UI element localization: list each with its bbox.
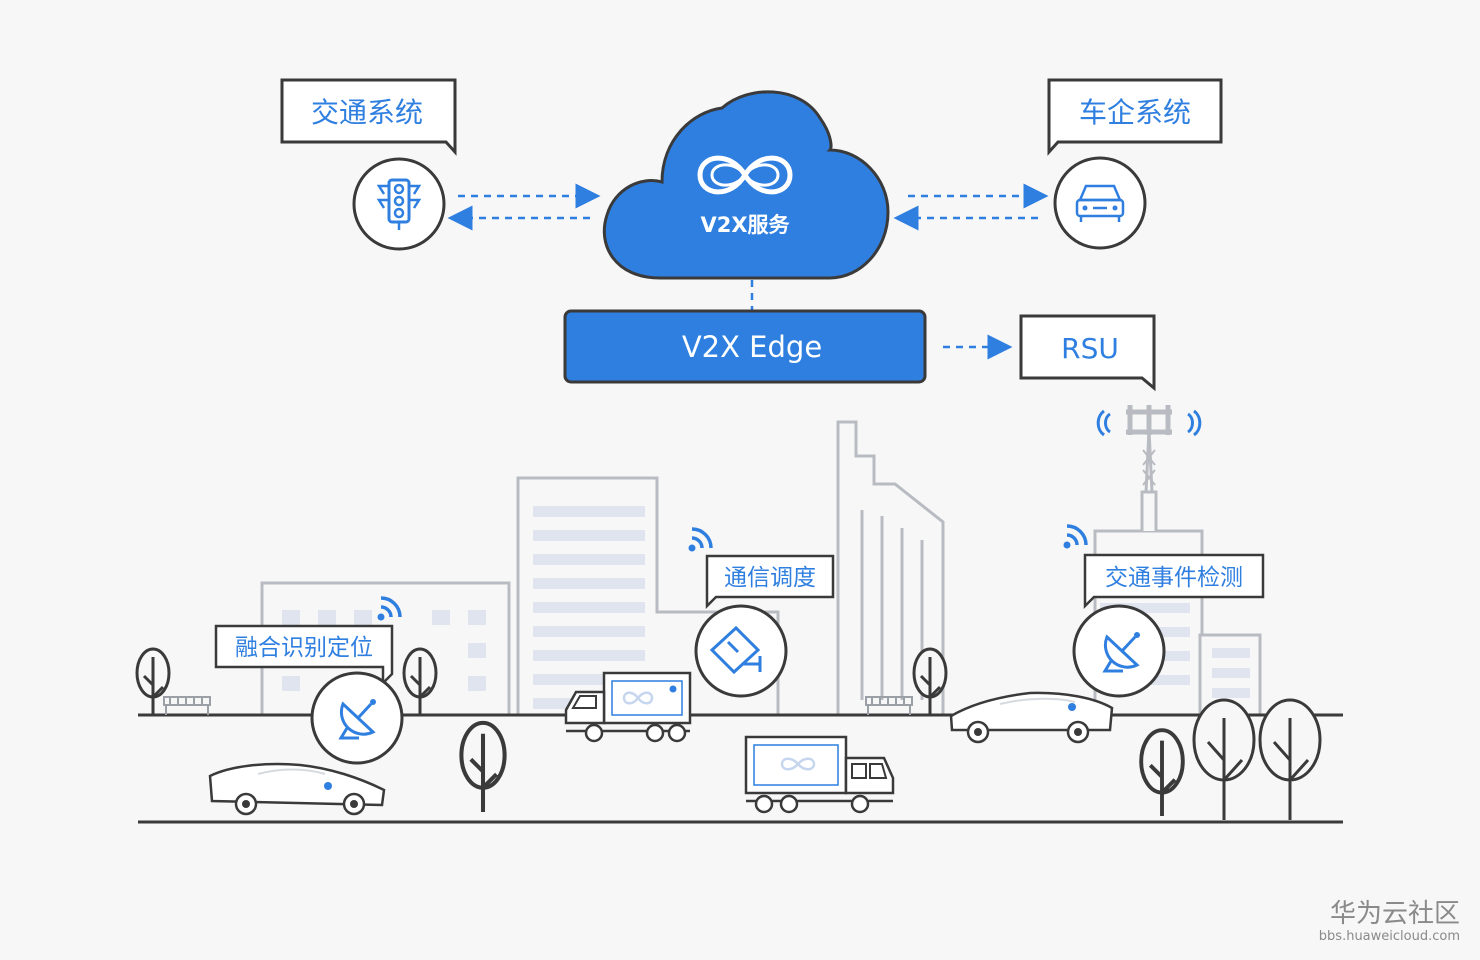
v2x-service-cloud: V2X服务 [602, 90, 890, 280]
comm-dispatch-label: 通信调度 [724, 565, 816, 591]
truck-upper [564, 671, 692, 743]
rsu-signal-icon [1096, 409, 1202, 437]
rsu-tower [1096, 405, 1202, 531]
rsu-label: RSU [1061, 332, 1119, 365]
big-tree [1258, 698, 1322, 822]
truck-lower [744, 735, 895, 814]
car-front-icon [1075, 184, 1125, 222]
vehicle-system-callout: 车企系统 [1047, 78, 1223, 156]
comm-dispatch-callout: 通信调度 [686, 527, 835, 610]
tree [461, 723, 504, 812]
fusion-positioning-label: 融合识别定位 [235, 635, 373, 661]
vehicle-system-link-arrows [893, 183, 1049, 231]
wifi-signal-icon [686, 527, 713, 554]
car-lower-left [208, 762, 386, 816]
v2x-edge-box: V2X Edge [563, 309, 927, 384]
camera-icon [709, 625, 762, 675]
rsu-callout: RSU [1019, 314, 1156, 392]
event-dish-node [1072, 604, 1166, 698]
edge-label: V2X Edge [682, 330, 822, 364]
car-node [1053, 156, 1147, 250]
watermark-title: 华为云社区 [1330, 899, 1460, 929]
camera-node [694, 604, 788, 698]
big-tree [1192, 698, 1256, 822]
vehicle-system-label: 车企系统 [1079, 96, 1191, 129]
event-detection-label: 交通事件检测 [1105, 565, 1243, 591]
traffic-system-callout: 交通系统 [280, 78, 457, 156]
cloud-label: V2X服务 [700, 213, 790, 237]
traffic-system-link-arrows [447, 183, 601, 231]
fusion-positioning-callout: 融合识别定位 [214, 596, 402, 687]
watermark: 华为云社区 bbs.huaweicloud.com [1319, 899, 1460, 944]
bench [163, 696, 211, 715]
tree [1139, 728, 1185, 818]
fusion-dish-node [310, 671, 404, 765]
traffic-light-node [352, 157, 446, 251]
infinity-logo-icon [697, 155, 793, 195]
watermark-url: bbs.huaweicloud.com [1319, 929, 1460, 944]
traffic-light-icon [376, 178, 422, 230]
traffic-system-label: 交通系统 [311, 96, 423, 129]
event-detection-callout: 交通事件检测 [1061, 524, 1265, 610]
bench [865, 696, 913, 715]
car-upper-right [949, 691, 1114, 744]
wifi-signal-icon [1061, 524, 1088, 551]
